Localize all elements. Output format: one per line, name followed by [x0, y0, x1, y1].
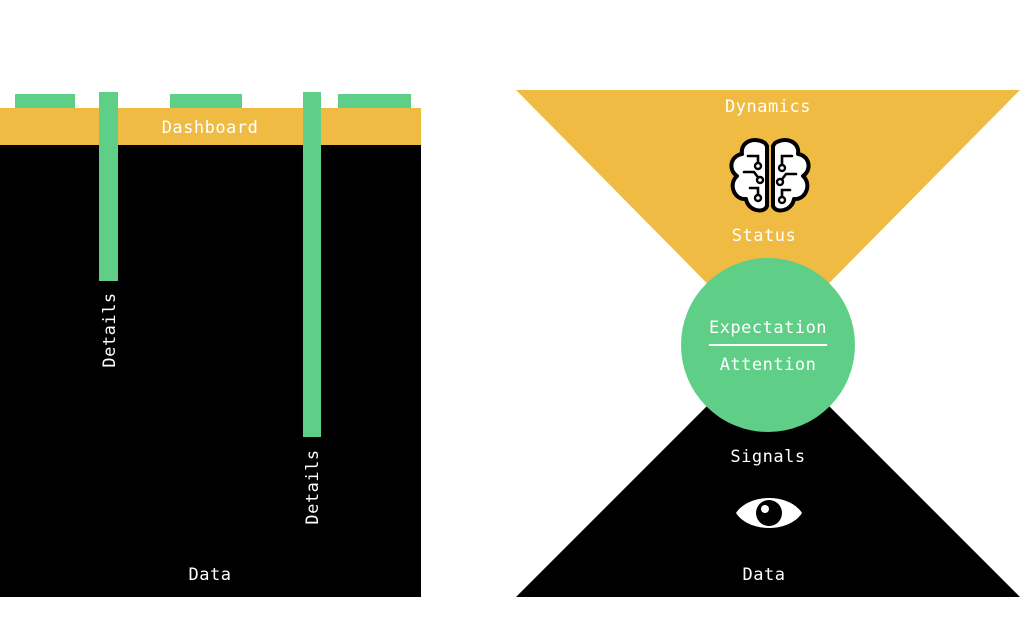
signals-label: Signals	[730, 447, 805, 467]
brain-circuit-icon	[729, 138, 811, 213]
data-block	[0, 144, 421, 597]
dashboard-tab-3	[338, 94, 411, 108]
dashboard-tab-2	[170, 94, 242, 108]
eye-icon	[736, 498, 802, 528]
expectation-label: Expectation	[709, 318, 827, 338]
dashboard-bar	[0, 108, 421, 145]
status-label: Status	[732, 226, 796, 246]
left-diagram: Dashboard Details Details Data	[0, 92, 421, 597]
detail-column-2	[303, 92, 321, 437]
data-label-right: Data	[743, 565, 786, 585]
dashboard-tab-1	[15, 94, 75, 108]
bottom-funnel	[516, 345, 1020, 597]
details-label-2: Details	[303, 449, 323, 524]
right-diagram: Dynamics Status Expectat	[516, 90, 1020, 597]
details-label-1: Details	[100, 292, 120, 367]
dynamics-label: Dynamics	[725, 97, 811, 117]
attention-label: Attention	[720, 355, 817, 375]
data-label-left: Data	[189, 565, 232, 585]
top-funnel	[516, 90, 1020, 345]
detail-column-1	[99, 92, 118, 281]
dashboard-label: Dashboard	[162, 118, 259, 138]
